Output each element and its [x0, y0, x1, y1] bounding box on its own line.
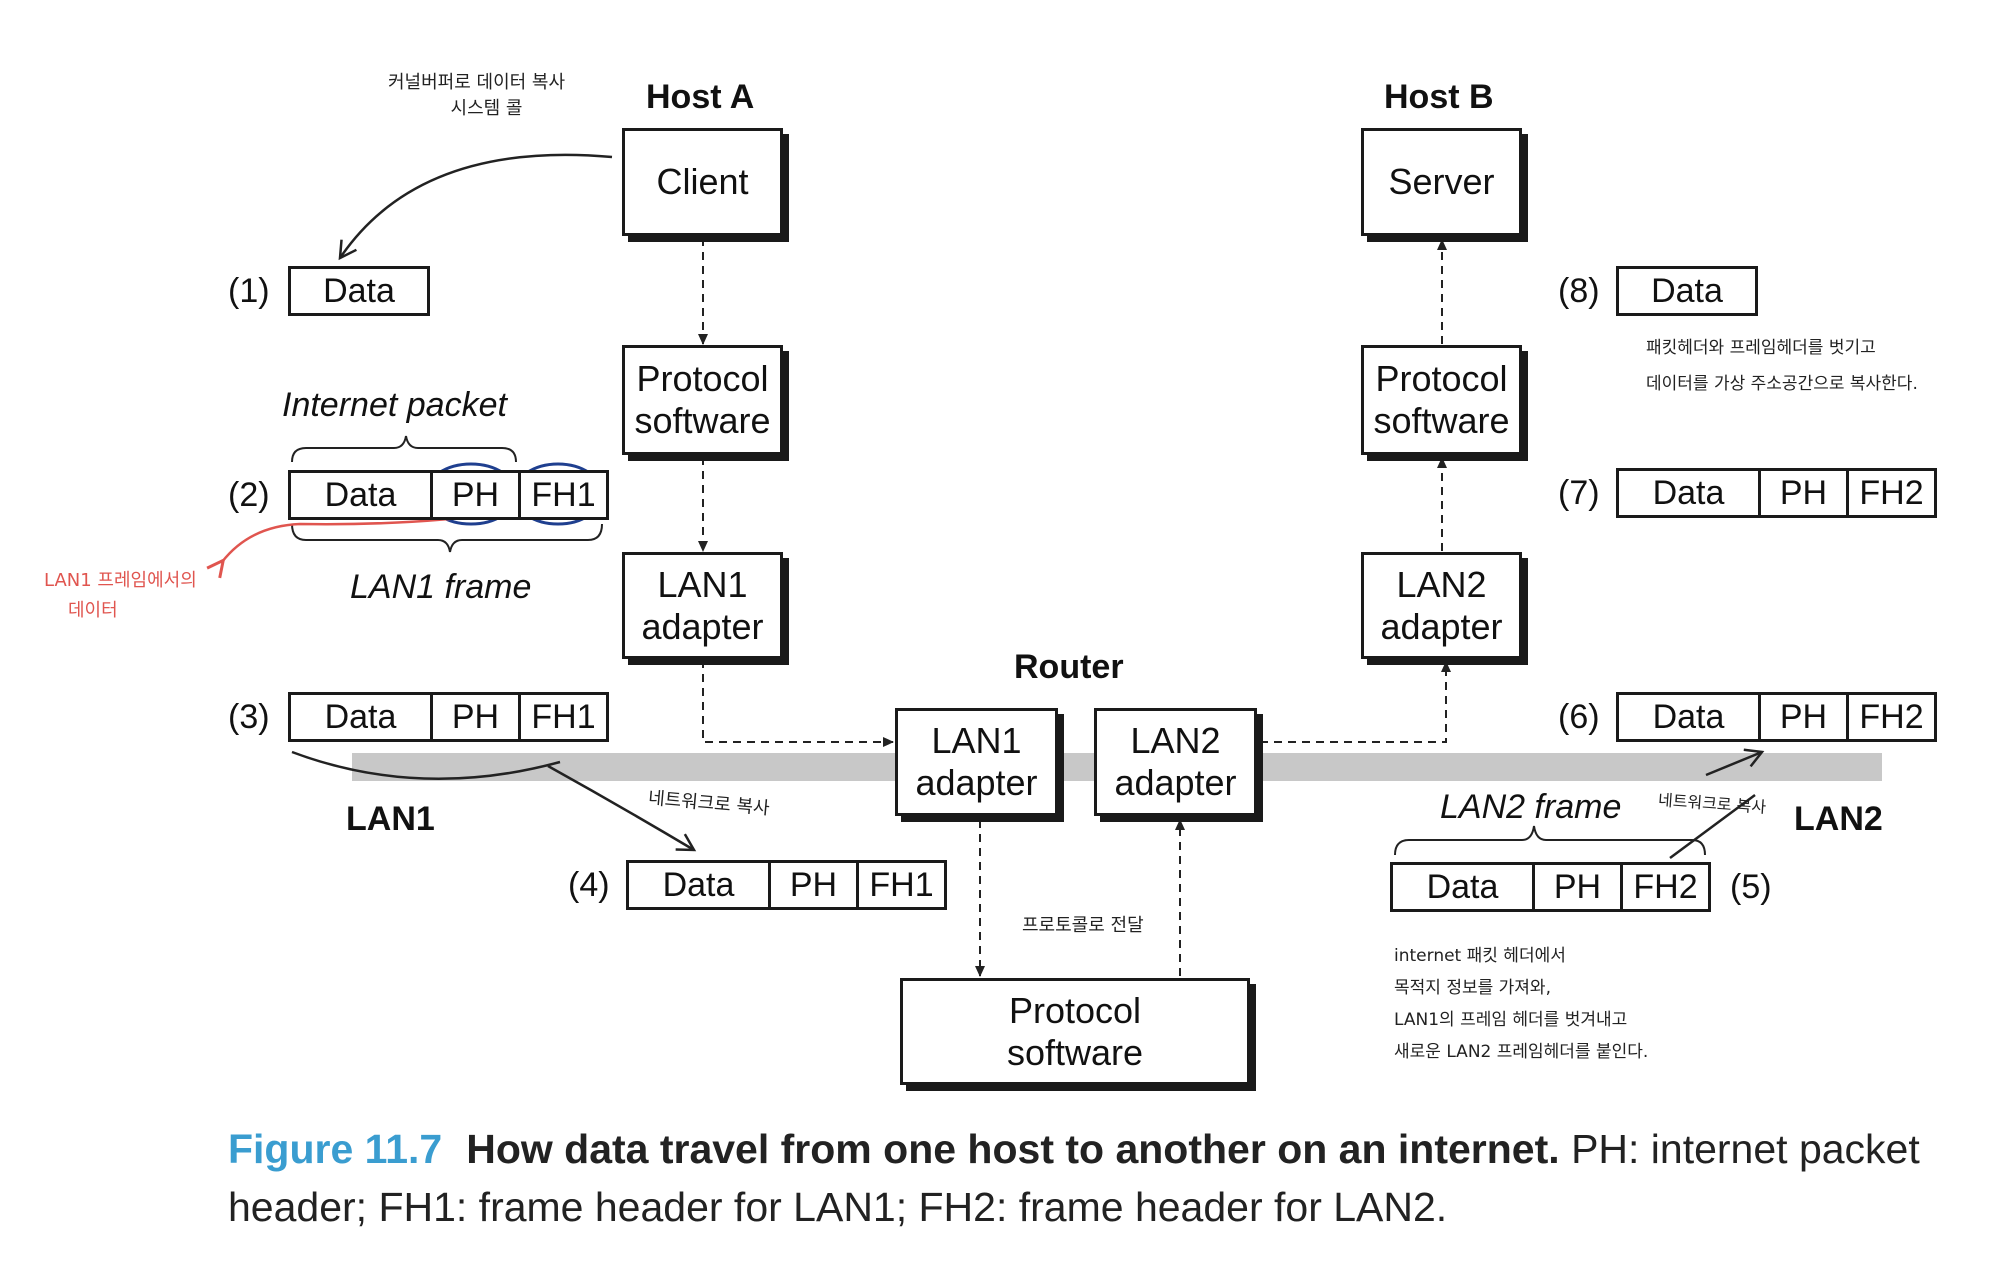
adapter-label-line1: LAN1	[657, 563, 748, 605]
step-3: (3)	[228, 698, 270, 736]
connector-lan1-router	[702, 660, 894, 747]
note-syscall-line1: 커널버퍼로 데이터 복사	[388, 72, 566, 93]
host-a-protocol-software-box: Protocol software	[622, 345, 783, 455]
adapter-label-line2: adapter	[641, 605, 764, 647]
host-b-protocol-software-box: Protocol software	[1361, 345, 1522, 455]
protocol-label-line2: software	[634, 400, 771, 441]
adapter-label-line2: adapter	[1114, 762, 1237, 803]
step-4: (4)	[568, 866, 610, 904]
note-syscall: 커널버퍼로 데이터 복사 시스템 콜	[388, 70, 565, 122]
brace-lan1-frame	[291, 523, 603, 553]
packet-data: Data	[291, 695, 433, 739]
packet-ph: PH	[433, 473, 521, 517]
note-router-line3: LAN1의 프레임 헤더를 벗겨내고	[1394, 1010, 1628, 1030]
packet-data: Data	[1619, 471, 1761, 515]
step-2: (2)	[228, 476, 270, 514]
adapter-label-line1: LAN2	[1396, 563, 1487, 605]
router-label: Router	[1014, 648, 1124, 686]
packet-ph: PH	[1761, 471, 1849, 515]
note-strip-headers-line2: 데이터를 가상 주소공간으로 복사한다.	[1646, 374, 1918, 394]
router-lan2-adapter-box: LAN2 adapter	[1094, 708, 1257, 816]
adapter-label-line2: adapter	[915, 762, 1038, 803]
protocol-label-line1: Protocol	[1375, 358, 1508, 399]
arrow-syscall	[338, 153, 613, 261]
host-b-label: Host B	[1384, 78, 1494, 116]
step-5: (5)	[1730, 868, 1772, 906]
step-7: (7)	[1558, 474, 1600, 512]
brace-internet-packet	[291, 435, 517, 463]
client-box: Client	[622, 128, 783, 236]
packet-ph: PH	[771, 863, 859, 907]
internet-packet-label: Internet packet	[282, 386, 507, 424]
note-router-line1: internet 패킷 헤더에서	[1394, 946, 1566, 966]
adapter-label-line2: adapter	[1380, 605, 1503, 647]
host-b-lan2-adapter-box: LAN2 adapter	[1361, 552, 1522, 659]
server-box: Server	[1361, 128, 1522, 236]
router-lan1-adapter-box: LAN1 adapter	[895, 708, 1058, 816]
router-protocol-software-box: Protocol software	[900, 978, 1250, 1085]
step-1: (1)	[228, 272, 270, 310]
server-label: Server	[1388, 161, 1495, 202]
note-strip-headers: 패킷헤더와 프레임헤더를 벗기고 데이터를 가상 주소공간으로 복사한다.	[1646, 330, 1918, 402]
protocol-label-line1: Protocol	[1008, 989, 1142, 1031]
step-8: (8)	[1558, 272, 1600, 310]
packet-ph: PH	[1761, 695, 1849, 739]
figure-number: Figure 11.7	[228, 1126, 443, 1172]
note-lan1-data-line2: 데이터	[68, 600, 118, 621]
figure-body: PH: internet packet header; FH1: frame h…	[228, 1126, 1920, 1230]
note-lan1-data: LAN1 프레임에서의 데이터	[44, 566, 197, 626]
host-a-label: Host A	[646, 78, 755, 116]
packet-fh2: FH2	[1859, 473, 1924, 512]
note-protocol-pass: 프로토콜로 전달	[1022, 915, 1144, 936]
packet-7: Data PH FH2	[1616, 468, 1937, 518]
note-lan1-data-line1: LAN1 프레임에서의	[44, 570, 197, 591]
packet-data: Data	[629, 863, 771, 907]
brace-lan2-frame	[1394, 825, 1706, 856]
arrow-copy-lan2	[1669, 793, 1756, 860]
packet-2: Data PH FH1	[288, 470, 609, 520]
note-router-process: internet 패킷 헤더에서 목적지 정보를 가져와, LAN1의 프레임 …	[1394, 940, 1648, 1068]
arrow-copy-lan2-up	[1705, 748, 1765, 777]
note-syscall-line2: 시스템 콜	[450, 98, 523, 119]
packet-fh2: FH2	[1633, 867, 1698, 906]
client-label: Client	[656, 161, 749, 202]
protocol-label-line2: software	[1006, 1031, 1144, 1073]
note-router-line4: 새로운 LAN2 프레임헤더를 붙인다.	[1394, 1042, 1649, 1062]
figure-caption: Figure 11.7 How data travel from one host…	[228, 1120, 1968, 1236]
step-6: (6)	[1558, 698, 1600, 736]
packet-data: Data	[291, 473, 433, 517]
note-strip-headers-line1: 패킷헤더와 프레임헤더를 벗기고	[1646, 338, 1876, 358]
lan1-frame-label: LAN1 frame	[350, 568, 532, 606]
packet-ph: PH	[433, 695, 521, 739]
packet-fh1: FH1	[531, 475, 596, 514]
protocol-label-line2: software	[1373, 400, 1510, 441]
arrow-copy-lan1	[547, 764, 697, 852]
packet-data: Data	[1651, 271, 1723, 310]
packet-fh2: FH2	[1859, 697, 1924, 736]
packet-6: Data PH FH2	[1616, 692, 1937, 742]
packet-data: Data	[323, 271, 395, 310]
connector-router-lan2-host	[1260, 661, 1451, 743]
adapter-label-line1: LAN1	[931, 720, 1022, 761]
figure-title: How data travel from one host to another…	[466, 1126, 1560, 1172]
lan2-frame-label: LAN2 frame	[1440, 788, 1622, 826]
host-a-lan1-adapter-box: LAN1 adapter	[622, 552, 783, 659]
packet-ph: PH	[1535, 865, 1623, 909]
lan1-label: LAN1	[346, 800, 435, 838]
lan2-label: LAN2	[1794, 800, 1883, 838]
packet-fh1: FH1	[869, 865, 934, 904]
packet-4: Data PH FH1	[626, 860, 947, 910]
packet-1: Data	[288, 266, 430, 316]
packet-fh1: FH1	[531, 697, 596, 736]
packet-8: Data	[1616, 266, 1758, 316]
packet-5: Data PH FH2	[1390, 862, 1711, 912]
protocol-label-line1: Protocol	[636, 358, 769, 399]
packet-3: Data PH FH1	[288, 692, 609, 742]
note-router-line2: 목적지 정보를 가져와,	[1394, 978, 1551, 998]
packet-data: Data	[1393, 865, 1535, 909]
packet-data: Data	[1619, 695, 1761, 739]
arc-packet-3	[291, 750, 561, 780]
adapter-label-line1: LAN2	[1130, 720, 1221, 761]
